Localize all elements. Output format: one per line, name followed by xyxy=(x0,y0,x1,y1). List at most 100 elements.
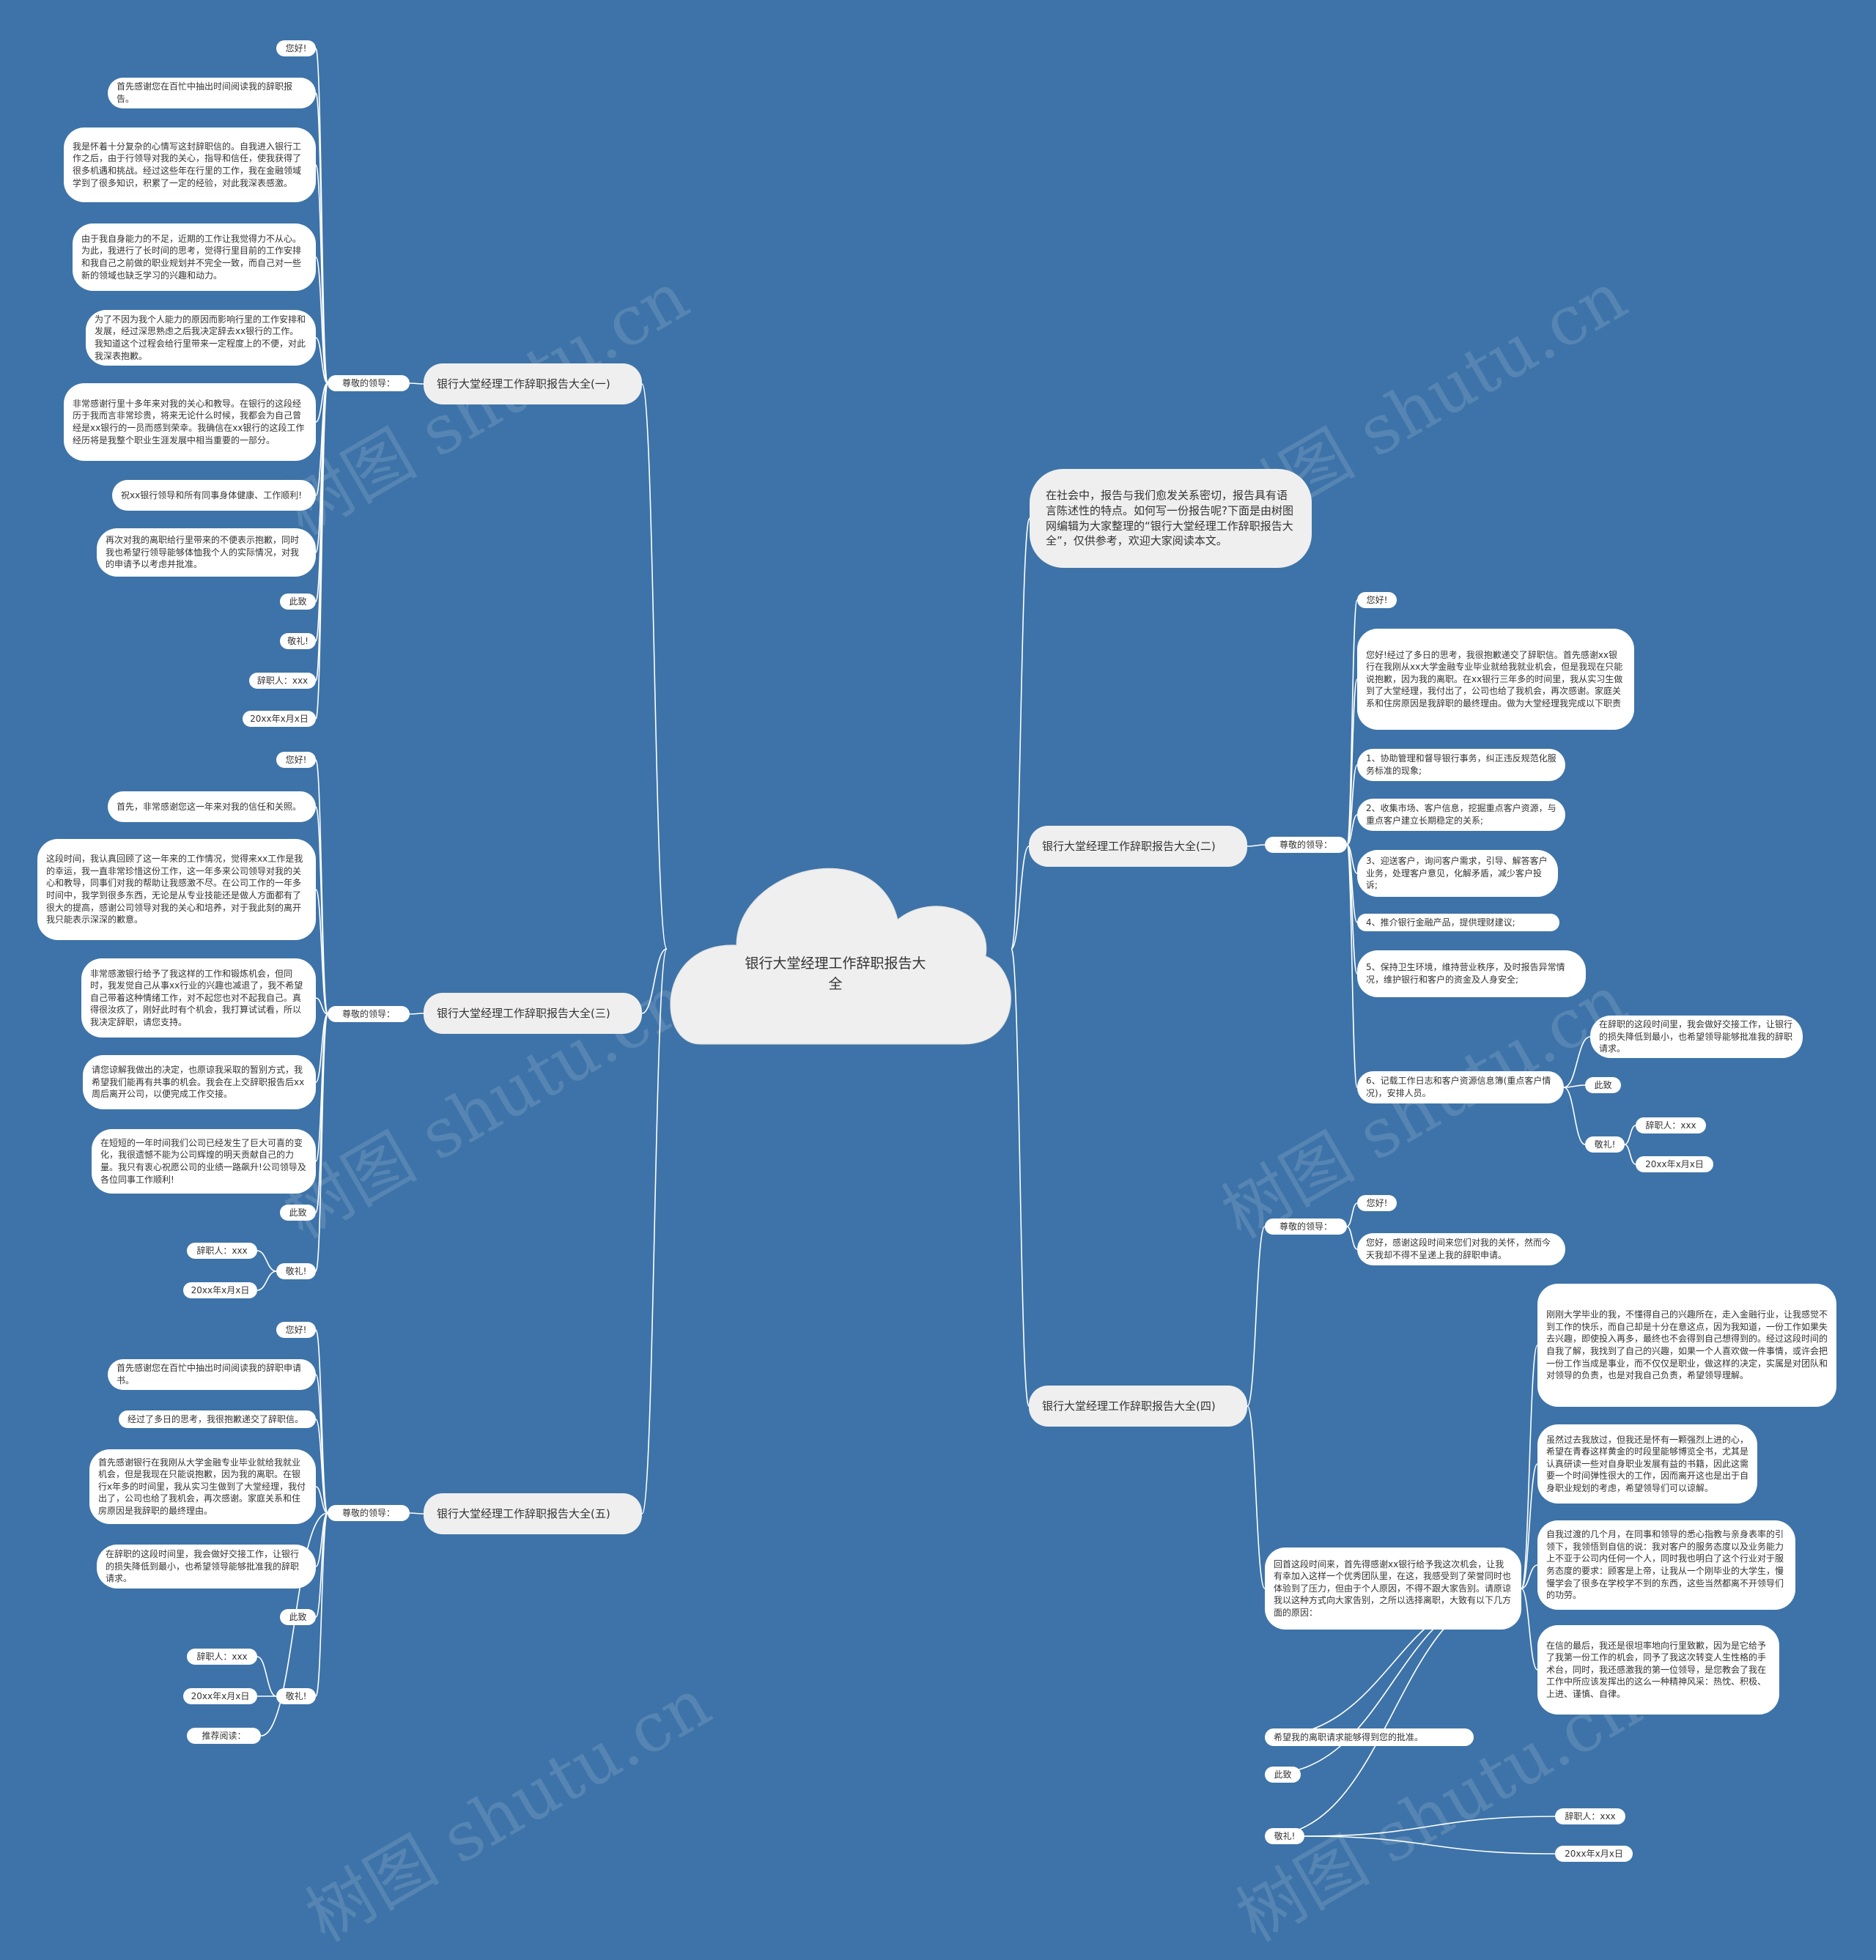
node-text: 您好! xyxy=(1366,1197,1388,1208)
connector xyxy=(409,1512,424,1515)
list-item[interactable]: 自我过渡的几个月，在同事和领导的悉心指教与亲身表率的引领下，我领悟到自信的说：我… xyxy=(1537,1520,1795,1610)
node-text: 您好! xyxy=(1366,594,1388,605)
connector xyxy=(256,1271,277,1291)
connector xyxy=(256,1250,277,1272)
list-item[interactable]: 3、迎送客户，询问客户需求，引导、解答客户业务，处理客户意见，化解矛盾，减少客户… xyxy=(1357,850,1558,897)
node-text: 20xx年x月x日 xyxy=(1645,1158,1704,1169)
list-item[interactable]: 此致 xyxy=(280,1205,316,1221)
list-item[interactable]: 辞职人：xxx xyxy=(1555,1808,1625,1824)
node-text: 您好，感谢这段时间来您们对我的关怀，然而今天我却不得不呈递上我的辞职申请。 xyxy=(1366,1238,1551,1260)
list-item[interactable]: 非常感激银行给予了我这样的工作和锻炼机会，但同时，我发觉自己从事xx行业的兴趣也… xyxy=(81,958,316,1038)
node-text: 这段时间，我认真回顾了这一年来的工作情况，觉得来xx工作是我的幸运，我一直非常珍… xyxy=(46,854,303,925)
list-item[interactable]: 您好! xyxy=(276,1322,316,1338)
list-item[interactable]: 此致 xyxy=(1265,1767,1301,1783)
list-item[interactable]: 回首这段时间来，首先得感谢xx银行给予我这次机会，让我有幸加入这样一个优秀团队里… xyxy=(1265,1547,1521,1630)
list-item[interactable]: 辞职人：xxx xyxy=(187,1243,257,1259)
list-item[interactable]: 您好! xyxy=(276,40,316,56)
node-text: 为了不因为我个人能力的原因而影响行里的工作安排和发展，经过深思熟虑之后我决定辞去… xyxy=(95,314,306,361)
list-item[interactable]: 此致 xyxy=(280,1609,316,1625)
connector xyxy=(315,1013,328,1272)
list-item[interactable]: 首先感谢银行在我刚从大学金融专业毕业就给我就业机会，但是我现在只能说抱歉，因为我… xyxy=(89,1449,316,1524)
node-text: 此致 xyxy=(1594,1079,1612,1090)
node-text: 自我过渡的几个月，在同事和领导的悉心指教与亲身表率的引领下，我领悟到自信的说：我… xyxy=(1546,1529,1784,1601)
list-item[interactable]: 1、协助管理和督导银行事务，纠正违反规范化服务标准的现象; xyxy=(1357,749,1565,781)
list-item[interactable]: 祝xx银行领导和所有同事身体健康、工作顺利! xyxy=(112,480,316,511)
node-text: 2、收集市场、客户信息，挖掘重点客户资源，与重点客户建立长期稳定的关系; xyxy=(1366,803,1556,826)
list-item[interactable]: 由于我自身能力的不足，近期的工作让我觉得力不从心。为此，我进行了长时间的思考，觉… xyxy=(73,223,316,291)
list-item[interactable]: 请您谅解我做出的决定，也原谅我采取的暂别方式，我希望我们能再有共事的机会。我会在… xyxy=(83,1055,316,1109)
list-item[interactable]: 我是怀着十分复杂的心情写这封辞职信的。自我进入银行工作之后，由于行领导对我的关心… xyxy=(64,127,316,202)
list-item[interactable]: 辞职人：xxx xyxy=(249,673,316,689)
list-item[interactable]: 为了不因为我个人能力的原因而影响行里的工作安排和发展，经过深思熟虑之后我决定辞去… xyxy=(86,310,316,366)
node-text: 尊敬的领导： xyxy=(341,1507,395,1518)
list-item[interactable]: 6、记载工作日志和客户资源信息簿(重点客户情况)，安排人员。 xyxy=(1357,1071,1564,1103)
list-item[interactable]: 您好! xyxy=(276,752,316,768)
list-item[interactable]: 敬礼! xyxy=(276,1688,316,1704)
list-item[interactable]: 您好!经过了多日的思考，我很抱歉递交了辞职信。首先感谢xx银行在我刚从xx大学金… xyxy=(1357,629,1634,730)
node-text: 尊敬的领导： xyxy=(341,377,395,388)
list-item[interactable]: 此致 xyxy=(280,593,316,610)
branch-2[interactable]: 银行大堂经理工作辞职报告大全(二) xyxy=(1029,826,1247,867)
list-item[interactable]: 非常感谢行里十多年来对我的关心和教导。在银行的这段经历于我而言非常珍贵，将来无论… xyxy=(64,383,316,461)
list-item[interactable]: 刚刚大学毕业的我，不懂得自己的兴趣所在，走入金融行业，让我感觉不到工作的快乐，而… xyxy=(1537,1284,1836,1407)
list-item[interactable]: 20xx年x月x日 xyxy=(183,1688,257,1704)
list-item[interactable]: 5、保持卫生环境，维持营业秩序，及时报告异常情况，维护银行和客户的资金及人身安全… xyxy=(1357,950,1586,997)
branch-4[interactable]: 银行大堂经理工作辞职报告大全(四) xyxy=(1029,1386,1247,1427)
list-item[interactable]: 敬礼! xyxy=(276,1263,316,1279)
salutation[interactable]: 尊敬的领导： xyxy=(328,1505,410,1521)
list-item[interactable]: 再次对我的离职给行里带来的不便表示抱歉，同时我也希望行领导能够体恤我个人的实际情… xyxy=(97,528,316,577)
list-item[interactable]: 敬礼! xyxy=(280,633,316,649)
list-item[interactable]: 20xx年x月x日 xyxy=(1555,1846,1633,1862)
node-text: 辞职人：xxx xyxy=(196,1651,248,1662)
connector xyxy=(315,1419,328,1514)
connector xyxy=(1011,948,1030,1407)
list-item[interactable]: 20xx年x月x日 xyxy=(243,711,316,727)
list-item[interactable]: 在短短的一年时间我们公司已经发生了巨大可喜的变化，我很遗憾不能为公司辉煌的明天贡… xyxy=(92,1129,316,1194)
list-item[interactable]: 您好! xyxy=(1357,592,1397,608)
list-item[interactable]: 辞职人：xxx xyxy=(1636,1117,1706,1134)
list-item[interactable]: 这段时间，我认真回顾了这一年来的工作情况，觉得来xx工作是我的幸运，我一直非常珍… xyxy=(37,839,316,940)
branch-3[interactable]: 银行大堂经理工作辞职报告大全(三) xyxy=(424,993,642,1034)
connector xyxy=(641,948,668,1515)
mindmap-canvas: 树图 shutu.cn 树图 shutu.cn 树图 shutu.cn 树图 s… xyxy=(37,40,1836,1957)
salutation[interactable]: 尊敬的领导： xyxy=(328,1006,410,1022)
list-item[interactable]: 敬礼! xyxy=(1265,1828,1304,1844)
salutation[interactable]: 尊敬的领导： xyxy=(328,375,410,391)
branch-5[interactable]: 银行大堂经理工作辞职报告大全(五) xyxy=(424,1493,642,1534)
connector xyxy=(1247,1405,1266,1589)
list-item[interactable]: 推荐阅读： xyxy=(187,1728,261,1744)
list-item[interactable]: 20xx年x月x日 xyxy=(183,1282,257,1298)
connector xyxy=(315,1374,328,1514)
list-item[interactable]: 首先感谢您在百忙中抽出时间阅读我的辞职报告。 xyxy=(108,78,316,108)
list-item[interactable]: 此致 xyxy=(1585,1077,1621,1093)
root-topic[interactable]: 银行大堂经理工作辞职报告大全 xyxy=(745,955,926,992)
list-item[interactable]: 4、推介银行金融产品，提供理财建议; xyxy=(1357,914,1559,931)
node-text: 在短短的一年时间我们公司已经发生了巨大可喜的变化，我很遗憾不能为公司辉煌的明天贡… xyxy=(100,1137,306,1185)
node-text: 此致 xyxy=(289,1611,307,1622)
node-text: 辞职人：xxx xyxy=(1565,1811,1616,1822)
branch-1[interactable]: 银行大堂经理工作辞职报告大全(一) xyxy=(424,363,642,404)
list-item[interactable]: 虽然过去我放过，但我还是怀有一颗强烈上进的心，希望在青春这样黄金的时段里能够博览… xyxy=(1537,1424,1757,1504)
node-text: 在辞职的这段时间里，我会做好交接工作，让银行的损失降低到最小，也希望领导能够批准… xyxy=(106,1549,300,1584)
list-item[interactable]: 敬礼! xyxy=(1585,1136,1625,1153)
node-text: 推荐阅读： xyxy=(202,1730,246,1741)
list-item[interactable]: 首先，非常感谢您这一年来对我的信任和关照。 xyxy=(108,791,316,822)
list-item[interactable]: 您好! xyxy=(1357,1195,1397,1211)
node-text: 敬礼! xyxy=(1594,1139,1616,1150)
list-item[interactable]: 在信的最后，我还是很坦率地向行里致歉，因为是它给予了我第一份工作的机会，同予了我… xyxy=(1537,1625,1779,1715)
list-item[interactable]: 在辞职的这段时间里，我会做好交接工作，让银行的损失降低到最小，也希望领导能够批准… xyxy=(97,1545,316,1589)
list-item[interactable]: 经过了多日的思考，我很抱歉递交了辞职信。 xyxy=(119,1410,316,1428)
intro-summary[interactable]: 在社会中，报告与我们愈发关系密切，报告具有语言陈述性的特点。如何写一份报告呢?下… xyxy=(1030,469,1312,568)
list-item[interactable]: 20xx年x月x日 xyxy=(1636,1156,1713,1172)
list-item[interactable]: 在辞职的这段时间里，我会做好交接工作，让银行的损失降低到最小，也希望领导能够批准… xyxy=(1590,1016,1803,1058)
list-item[interactable]: 辞职人：xxx xyxy=(187,1649,257,1665)
list-item[interactable]: 您好，感谢这段时间来您们对我的关怀，然而今天我却不得不呈递上我的辞职申请。 xyxy=(1357,1233,1565,1265)
list-item[interactable]: 希望我的离职请求能够得到您的批准。 xyxy=(1265,1728,1474,1746)
list-item[interactable]: 首先感谢您在百忙中抽出时间阅读我的辞职申请书。 xyxy=(108,1359,316,1390)
list-item[interactable]: 2、收集市场、客户信息，挖掘重点客户资源，与重点客户建立长期稳定的关系; xyxy=(1357,799,1565,831)
connector xyxy=(1624,1125,1636,1145)
node-text: 银行大堂经理工作辞职报告大全(二) xyxy=(1042,839,1216,853)
salutation[interactable]: 尊敬的领导： xyxy=(1265,1218,1347,1235)
connector xyxy=(1304,1816,1556,1837)
salutation[interactable]: 尊敬的领导： xyxy=(1265,837,1347,853)
